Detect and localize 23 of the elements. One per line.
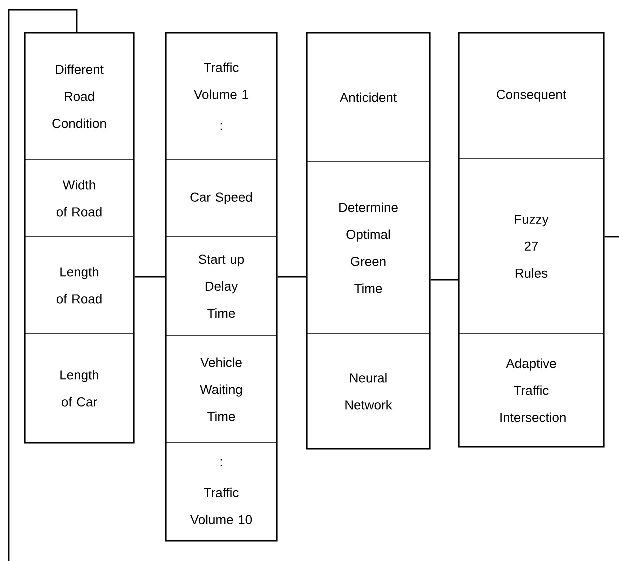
table-cell: Neural Network (306, 334, 430, 450)
table-cell: Length of Car (24, 334, 134, 444)
table-cell: Anticident (306, 32, 430, 162)
column-box (165, 32, 278, 542)
table-cell: Car Speed (166, 160, 278, 238)
table-cell: : Traffic Volume 10 (166, 442, 278, 542)
table-cell: Different Road Condition (24, 32, 134, 160)
table-cell: Vehicle Waiting Time (166, 336, 278, 444)
column-box (24, 32, 135, 444)
table-cell: Consequent (458, 32, 604, 160)
table-cell: Width of Road (24, 160, 134, 238)
table-cell: Determine Optimal Green Time (306, 162, 430, 334)
connector-line (278, 276, 306, 278)
table-cell: Adaptive Traffic Intersection (458, 334, 604, 448)
column-box (458, 32, 605, 448)
connector-line (430, 279, 458, 281)
table-cell: Length of Road (24, 236, 134, 334)
table-cell: Start up Delay Time (166, 236, 278, 336)
table-cell: Traffic Volume 1 : (166, 32, 278, 160)
column-box (306, 32, 431, 450)
connector-line (134, 276, 166, 278)
table-cell: Fuzzy 27 Rules (458, 158, 604, 334)
connector-line (604, 236, 619, 238)
